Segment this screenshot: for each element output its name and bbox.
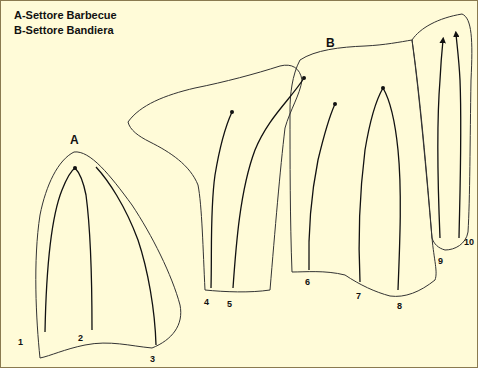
route-number: 6 (305, 278, 310, 287)
route-number: 10 (464, 238, 474, 247)
rock-outline (36, 152, 181, 358)
route-number: 8 (397, 302, 402, 311)
route-line (75, 168, 92, 330)
route-number: 2 (78, 334, 83, 343)
sector-legend: A-Settore Barbecue (14, 10, 117, 21)
route-top (333, 102, 337, 106)
rock-outline (128, 65, 302, 292)
route-top (73, 166, 77, 170)
rock-outline (412, 14, 472, 250)
route-number: 4 (204, 298, 209, 307)
route-top (230, 110, 234, 114)
route-number: 5 (227, 300, 232, 309)
route-number: 3 (150, 355, 155, 364)
route-line (309, 104, 335, 270)
route-number: 7 (356, 292, 361, 301)
sector-legend: B-Settore Bandiera (14, 25, 114, 36)
route-number: 1 (18, 338, 23, 347)
route-top (302, 76, 306, 80)
route-line (359, 88, 383, 282)
route-line (456, 34, 461, 238)
route-line (233, 78, 304, 288)
sector-letter: A (70, 134, 79, 146)
route-line (438, 40, 443, 238)
route-line (45, 168, 75, 332)
sector-letter: B (326, 37, 335, 49)
route-line (96, 167, 156, 345)
route-number: 9 (438, 257, 443, 266)
route-top (381, 86, 385, 90)
route-line (383, 88, 400, 290)
rock-outline (290, 40, 436, 296)
route-line (211, 112, 232, 288)
